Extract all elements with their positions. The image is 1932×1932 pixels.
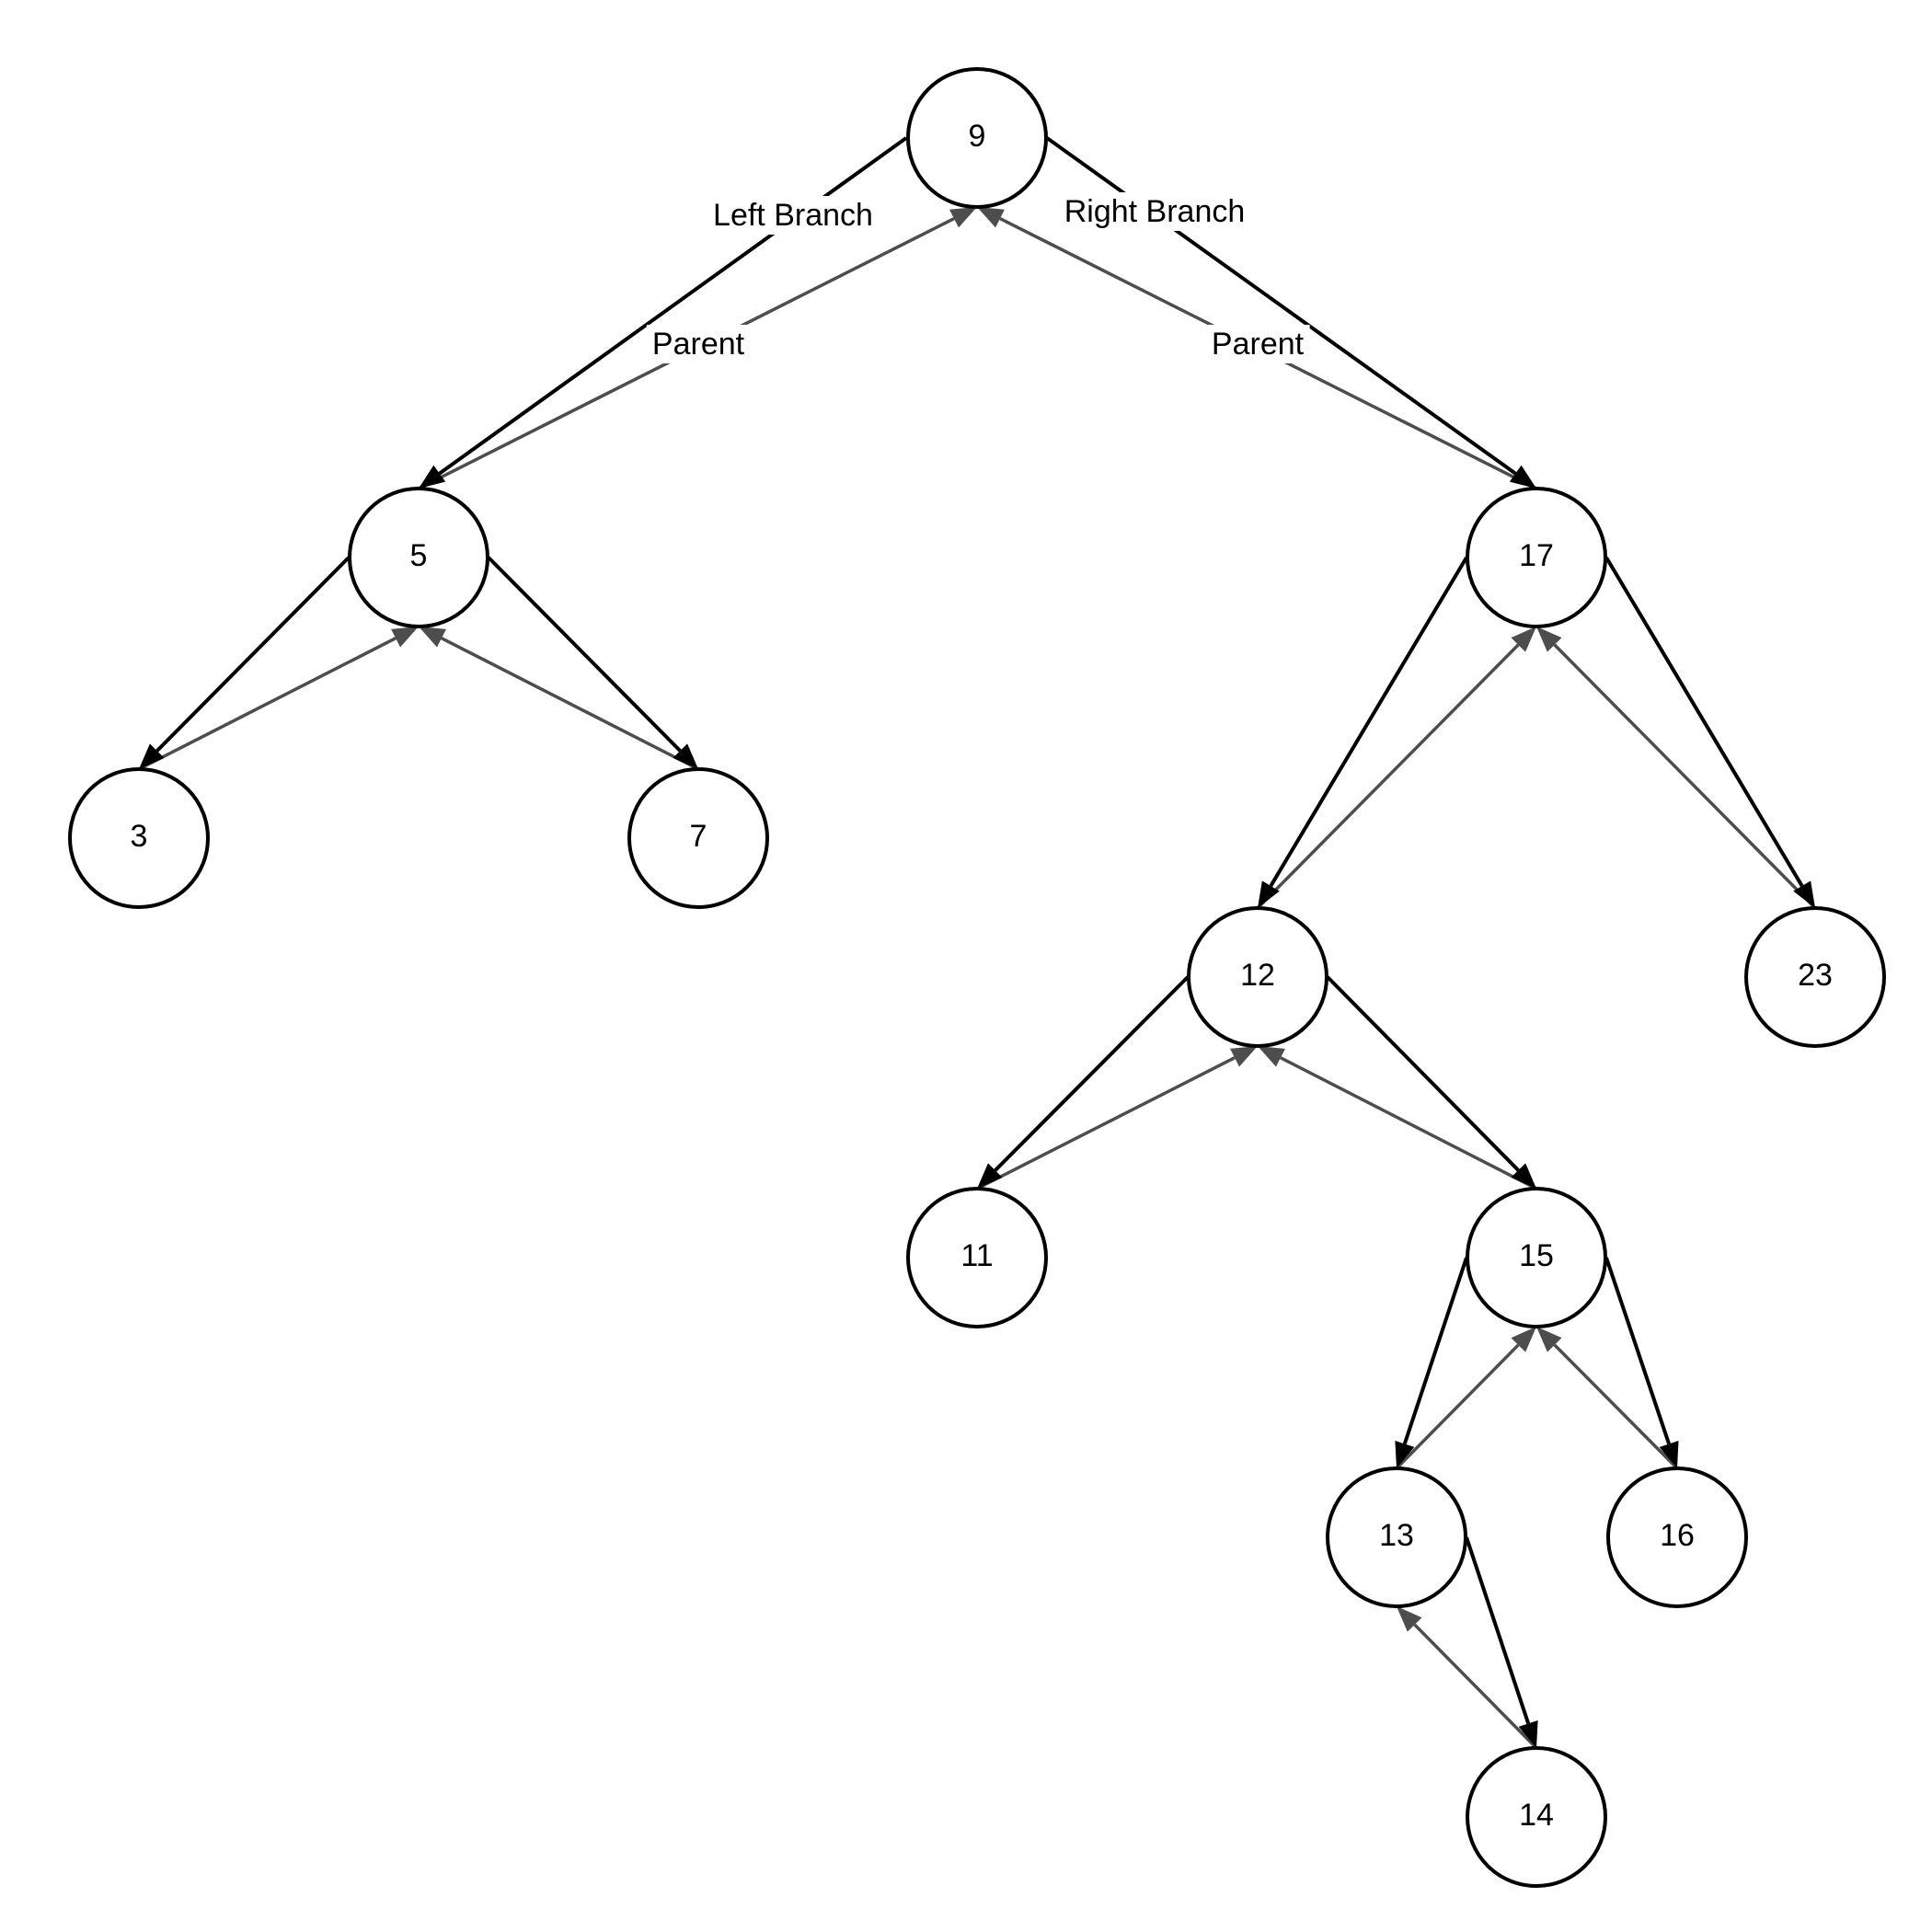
child-edge-n17-n12-line <box>1269 556 1468 887</box>
node-circle <box>68 767 210 909</box>
parent-edge-n3-n5-arrowhead <box>391 627 419 648</box>
parent-edge-n7-n5-arrowhead <box>419 627 446 648</box>
node-circle <box>348 487 489 628</box>
child-edge-n5-n3-line <box>155 556 351 753</box>
node-circle <box>1466 487 1607 628</box>
parent-edge-n14-n13-line <box>1413 1623 1538 1750</box>
parent-edge-n13-n15-line <box>1395 1343 1520 1470</box>
node-label: 23 <box>1798 958 1833 993</box>
right-branch-label-background <box>1058 191 1251 231</box>
node-label: 14 <box>1519 1798 1554 1833</box>
child-edge-n9-n17-line <box>1045 136 1517 476</box>
child-edge-n15-n13-arrowhead <box>1395 1440 1415 1468</box>
parent-label-n5-text: Parent <box>652 327 745 362</box>
left-branch-label-text: Left Branch <box>713 198 873 233</box>
node-circle <box>906 67 1048 209</box>
child-edge-n17-n23-arrowhead <box>1793 880 1815 908</box>
parent-label-n5-background <box>646 324 751 363</box>
child-edge-n15-n16-line <box>1604 1257 1671 1445</box>
parent-edge-n14-n13-arrowhead <box>1397 1606 1422 1632</box>
child-edge-n15-n16-arrowhead <box>1659 1440 1679 1468</box>
parent-edge-n15-n12-arrowhead <box>1258 1046 1285 1067</box>
child-edge-n5-n7-line <box>487 556 682 753</box>
child-edge-n12-n15-arrowhead <box>1511 1163 1536 1189</box>
node-circle <box>906 1187 1048 1328</box>
tree-node-9: 9 <box>906 67 1048 209</box>
node-label: 12 <box>1240 958 1275 993</box>
node-label: 7 <box>690 819 707 854</box>
node-label: 16 <box>1660 1518 1695 1553</box>
parent-edge-n7-n5-line <box>441 637 699 771</box>
parent-edge-n16-n15-line <box>1553 1343 1679 1470</box>
parent-edge-n12-n17-line <box>1256 643 1520 910</box>
child-edges <box>139 136 1815 1748</box>
tree-node-14: 14 <box>1466 1746 1607 1888</box>
node-circle <box>1326 1466 1467 1608</box>
node-label: 9 <box>969 119 986 154</box>
child-edge-n9-n17-arrowhead <box>1509 465 1536 489</box>
child-edge-n5-n7-arrowhead <box>673 743 698 769</box>
tree-node-17: 17 <box>1466 487 1607 628</box>
child-edge-n13-n14-line <box>1465 1536 1531 1725</box>
node-label: 11 <box>960 1238 993 1273</box>
node-circle <box>627 767 769 909</box>
tree-node-3: 3 <box>68 767 210 909</box>
node-label: 5 <box>410 538 428 573</box>
tree-node-13: 13 <box>1326 1466 1467 1608</box>
parent-edge-n3-n5-line <box>138 637 397 771</box>
node-label: 17 <box>1519 538 1554 573</box>
node-label: 3 <box>131 819 148 854</box>
parent-label-n17-text: Parent <box>1212 327 1305 362</box>
child-edge-n12-n15-line <box>1326 975 1520 1172</box>
node-circle <box>1466 1746 1607 1888</box>
parent-edge-n5-n9-arrowhead <box>949 207 977 228</box>
child-edge-n17-n23-line <box>1604 556 1804 887</box>
left-branch-label: Left Branch <box>707 195 879 235</box>
child-edge-n15-n13-line <box>1402 1257 1468 1445</box>
parent-edge-n13-n15-arrowhead <box>1511 1327 1536 1352</box>
node-circle <box>1606 1466 1748 1608</box>
parent-edge-n15-n12-line <box>1280 1056 1537 1190</box>
parent-label-n17: Parent <box>1205 324 1310 363</box>
tree-node-12: 12 <box>1187 906 1328 1048</box>
child-edge-n9-n5-arrowhead <box>419 465 446 489</box>
tree-node-23: 23 <box>1744 906 1886 1048</box>
parent-edges <box>138 207 1817 1750</box>
left-branch-label-background <box>707 195 879 235</box>
nodes: 9 5 17 3 7 12 23 11 15 13 16 14 <box>68 67 1886 1888</box>
node-circle <box>1187 906 1328 1048</box>
parent-edge-n12-n17-arrowhead <box>1511 627 1536 652</box>
tree-node-16: 16 <box>1606 1466 1748 1608</box>
parent-label-n17-background <box>1205 324 1310 363</box>
parent-edge-n17-n9-arrowhead <box>977 207 1005 228</box>
node-circle <box>1744 906 1886 1048</box>
node-label: 15 <box>1519 1238 1554 1273</box>
parent-edge-n11-n12-line <box>976 1056 1236 1190</box>
child-edge-n17-n12-arrowhead <box>1258 880 1280 908</box>
right-branch-label: Right Branch <box>1058 191 1251 231</box>
child-edge-n12-n11-line <box>994 975 1190 1172</box>
node-circle <box>1466 1187 1607 1328</box>
child-edge-n5-n3-arrowhead <box>139 743 165 769</box>
tree-node-5: 5 <box>348 487 489 628</box>
parent-edge-n16-n15-arrowhead <box>1536 1327 1562 1352</box>
tree-node-7: 7 <box>627 767 769 909</box>
right-branch-label-text: Right Branch <box>1064 194 1246 229</box>
child-edge-n12-n11-arrowhead <box>977 1163 1003 1189</box>
tree-node-15: 15 <box>1466 1187 1607 1328</box>
parent-edge-n11-n12-arrowhead <box>1230 1046 1258 1067</box>
tree-node-11: 11 <box>906 1187 1048 1328</box>
parent-edge-n23-n17-line <box>1553 643 1817 910</box>
parent-edge-n23-n17-arrowhead <box>1536 627 1562 652</box>
child-edge-n9-n5-line <box>438 136 908 476</box>
parent-label-n5: Parent <box>646 324 751 363</box>
node-label: 13 <box>1379 1518 1414 1553</box>
child-edge-n13-n14-arrowhead <box>1518 1719 1538 1748</box>
